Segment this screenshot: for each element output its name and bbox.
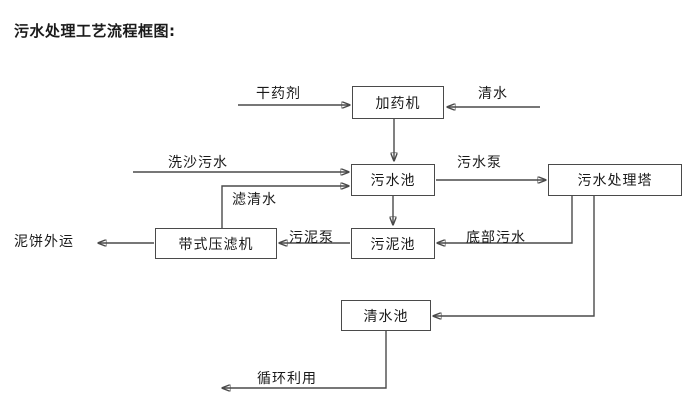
label-filtered-clear-water: 滤清水 [232,192,277,208]
node-label: 加药机 [375,95,421,112]
node-sludge-pool[interactable]: 污泥池 [351,228,435,259]
node-belt-filter-press[interactable]: 带式压滤机 [155,228,277,259]
node-label: 污泥池 [370,236,416,253]
wire-tower-to-clean-water-pool [433,196,595,316]
label-sludge-pump: 污泥泵 [289,230,334,246]
label-recycling-reuse: 循环利用 [257,371,317,387]
node-clean-water-pool[interactable]: 清水池 [341,300,431,331]
label-sand-wash-wastewater: 洗沙污水 [168,155,228,171]
label-mud-cake-transport: 泥饼外运 [14,234,74,250]
node-label: 污水处理塔 [577,173,653,189]
label-bottom-wastewater: 底部污水 [466,230,526,246]
node-label: 清水池 [363,308,409,325]
label-dry-chemical: 干药剂 [256,86,301,102]
label-clean-water-input: 清水 [478,86,508,102]
label-wastewater-pump: 污水泵 [457,155,502,171]
node-treatment-tower[interactable]: 污水处理塔 [548,164,682,196]
node-label: 污水池 [370,173,416,189]
page-title: 污水处理工艺流程框图: [14,22,176,40]
node-wastewater-pool[interactable]: 污水池 [351,164,435,196]
node-label: 带式压滤机 [178,236,254,253]
node-dosing-machine[interactable]: 加药机 [352,86,444,119]
